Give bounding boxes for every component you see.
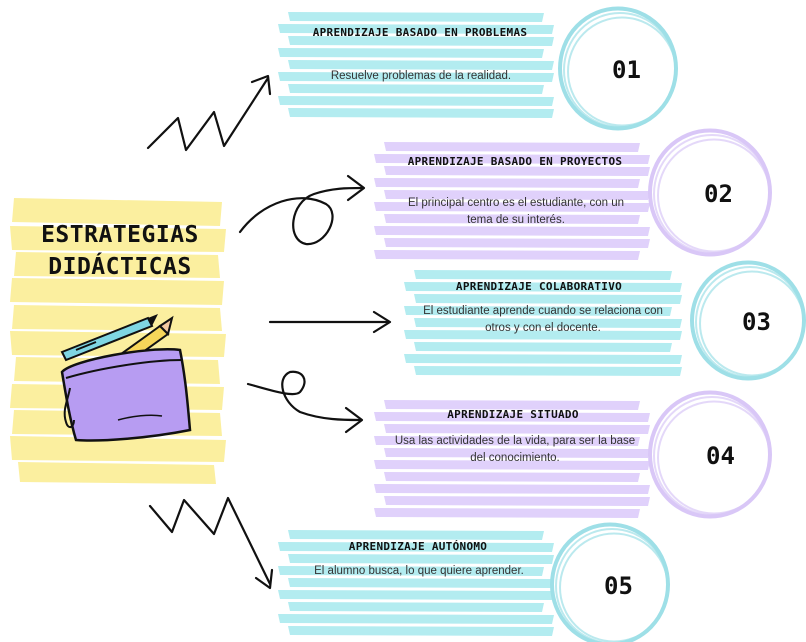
card-1-number: 01 [612,56,641,84]
card-2-number: 02 [704,180,733,208]
card-4-number: 04 [706,442,735,470]
card-5-number: 05 [604,572,633,600]
card-2-description: El principal centro es el estudiante, co… [407,197,625,226]
card-4-description: Usa las actividades de la vida, para ser… [394,435,636,464]
card-4-title: APRENDIZAJE SITUADO [447,408,579,421]
number-ring-1 [558,6,678,131]
card-1-title: APRENDIZAJE BASADO EN PROBLEMAS [312,26,528,39]
number-ring-3 [690,260,806,381]
card-3-number: 03 [742,308,771,336]
number-ring-2 [648,128,772,257]
card-3-title: APRENDIZAJE COLABORATIVO [455,280,623,293]
arrow-to-card-5 [148,496,272,586]
arrow-to-card-4 [246,370,362,422]
card-5-description: El alumno busca, lo que quiere aprender. [314,565,524,577]
number-ring-4 [648,390,772,519]
card-2-background [374,142,650,260]
card-1-description: Resuelve problemas de la realidad. [330,70,512,82]
card-4-background [374,400,650,518]
card-2-title: APRENDIZAJE BASADO EN PROYECTOS [407,155,623,168]
pouch-icon [60,348,192,442]
card-1-background [278,12,554,118]
card-5-title: APRENDIZAJE AUTÓNOMO [348,540,488,553]
arrow-to-card-1 [146,76,270,152]
hub-title-line-2: DIDÁCTICAS [48,254,192,280]
card-3-description: El estudiante aprende cuando se relacion… [423,305,663,334]
pen-icon [60,314,158,362]
arrow-to-card-2 [238,186,364,246]
card-5-background [278,530,554,636]
hub-title-line-1: ESTRATEGIAS [41,222,199,248]
card-3-background [404,270,682,376]
